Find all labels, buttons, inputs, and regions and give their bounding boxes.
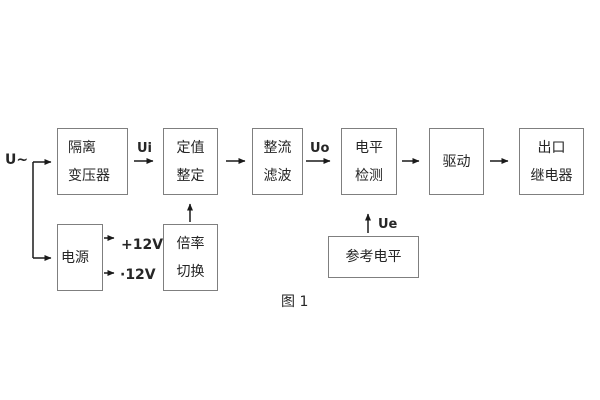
block-rectifier-filter-line2: 滤波 bbox=[263, 167, 292, 184]
block-output-relay-line2: 继电器 bbox=[530, 167, 573, 184]
label-input-voltage: U~ bbox=[5, 152, 29, 168]
block-rectifier-filter: 整流 滤波 bbox=[252, 128, 303, 195]
block-level-detector-line2: 检测 bbox=[355, 167, 383, 184]
block-reference-level-line1: 参考电平 bbox=[345, 249, 402, 265]
label-ui: Ui bbox=[137, 141, 153, 156]
block-ratio-switch: 倍率 切换 bbox=[163, 224, 218, 291]
block-driver-line1: 驱动 bbox=[442, 153, 471, 170]
block-output-relay: 出口 继电器 bbox=[519, 128, 584, 195]
block-setting: 定值 整定 bbox=[163, 128, 218, 195]
block-isolation-transformer-line2: 变压器 bbox=[68, 167, 110, 184]
block-level-detector: 电平 检测 bbox=[341, 128, 397, 195]
block-ratio-switch-line1: 倍率 bbox=[176, 235, 205, 252]
label-plus-12v: +12V bbox=[121, 237, 164, 253]
block-level-detector-line1: 电平 bbox=[355, 139, 383, 156]
block-setting-line1: 定值 bbox=[176, 139, 205, 156]
block-reference-level: 参考电平 bbox=[328, 236, 419, 278]
figure-caption: 图 1 bbox=[281, 294, 309, 310]
block-power-supply-line1: 电源 bbox=[61, 249, 89, 266]
block-isolation-transformer: 隔离 变压器 bbox=[57, 128, 128, 195]
block-setting-line2: 整定 bbox=[176, 167, 205, 184]
block-power-supply: 电源 bbox=[57, 224, 103, 291]
label-uo: Uo bbox=[310, 141, 330, 156]
block-rectifier-filter-line1: 整流 bbox=[263, 139, 292, 156]
block-output-relay-line1: 出口 bbox=[537, 139, 566, 156]
label-ue: Ue bbox=[378, 217, 398, 232]
label-minus-12v: ·12V bbox=[120, 267, 156, 283]
block-driver: 驱动 bbox=[429, 128, 484, 195]
block-isolation-transformer-line1: 隔离 bbox=[68, 139, 96, 156]
block-ratio-switch-line2: 切换 bbox=[176, 263, 205, 280]
